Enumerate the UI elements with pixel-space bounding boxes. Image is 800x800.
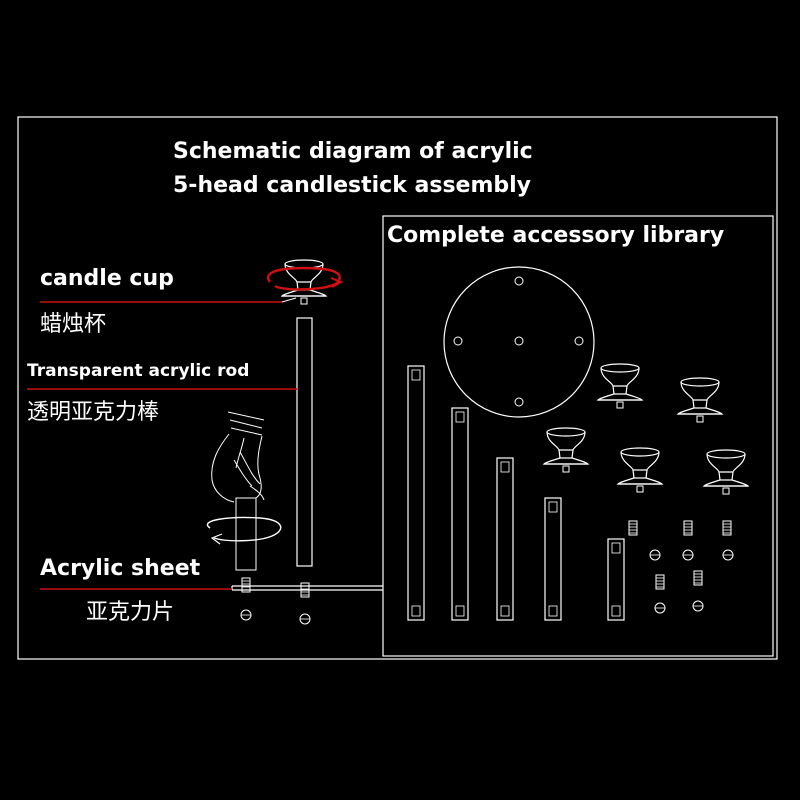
nut-lib-4 (654, 602, 666, 614)
rod-2 (451, 407, 469, 621)
candle-cup-1 (597, 363, 643, 409)
library-frame (382, 215, 774, 657)
label-sheet-en: Acrylic sheet (40, 556, 201, 581)
label-rod-en: Transparent acrylic rod (27, 361, 250, 381)
rod-4 (544, 497, 562, 621)
assembly-left (206, 259, 383, 625)
candle-cup-4 (617, 447, 663, 493)
nut-lib-1 (649, 549, 661, 561)
rod-5 (607, 538, 625, 621)
rotate-arrow-cup (266, 266, 341, 291)
label-rod-cn: 透明亚克力棒 (27, 400, 160, 425)
library-title: Complete accessory library (387, 223, 725, 248)
label-sheet-cn: 亚克力片 (86, 600, 175, 625)
nut-lib-2 (682, 549, 694, 561)
candle-cup-2 (677, 377, 723, 423)
screw-lib-1 (628, 520, 638, 536)
leader-cup-white (281, 297, 297, 303)
nut-left-a (240, 609, 252, 621)
screw-lib-4 (655, 574, 665, 590)
label-candle-cup-cn: 蜡烛杯 (40, 312, 107, 337)
screw-lib-5 (693, 570, 703, 586)
candle-cup-assembled (281, 259, 327, 305)
screw-left-a (241, 577, 251, 593)
diagram-title-line1: Schematic diagram of acrylic (173, 139, 533, 164)
hand-sketch (211, 411, 265, 503)
accessory-library (407, 266, 749, 621)
rotate-arrow-sheet (206, 516, 282, 542)
diagram-title-line2: 5-head candlestick assembly (173, 173, 532, 198)
nut-lib-5 (692, 600, 704, 612)
label-candle-cup-en: candle cup (40, 266, 174, 291)
acrylic-rod-in-hand (235, 497, 257, 571)
rod-1 (407, 365, 425, 621)
round-base-plate (443, 266, 595, 418)
outer-frame (17, 116, 778, 660)
screw-lib-2 (683, 520, 693, 536)
candle-cup-5 (703, 449, 749, 495)
nut-left-b (299, 613, 311, 625)
rod-3 (496, 457, 514, 621)
nut-lib-3 (722, 549, 734, 561)
screw-lib-3 (722, 520, 732, 536)
candle-cup-3 (543, 427, 589, 473)
acrylic-rod-assembled (296, 317, 313, 567)
